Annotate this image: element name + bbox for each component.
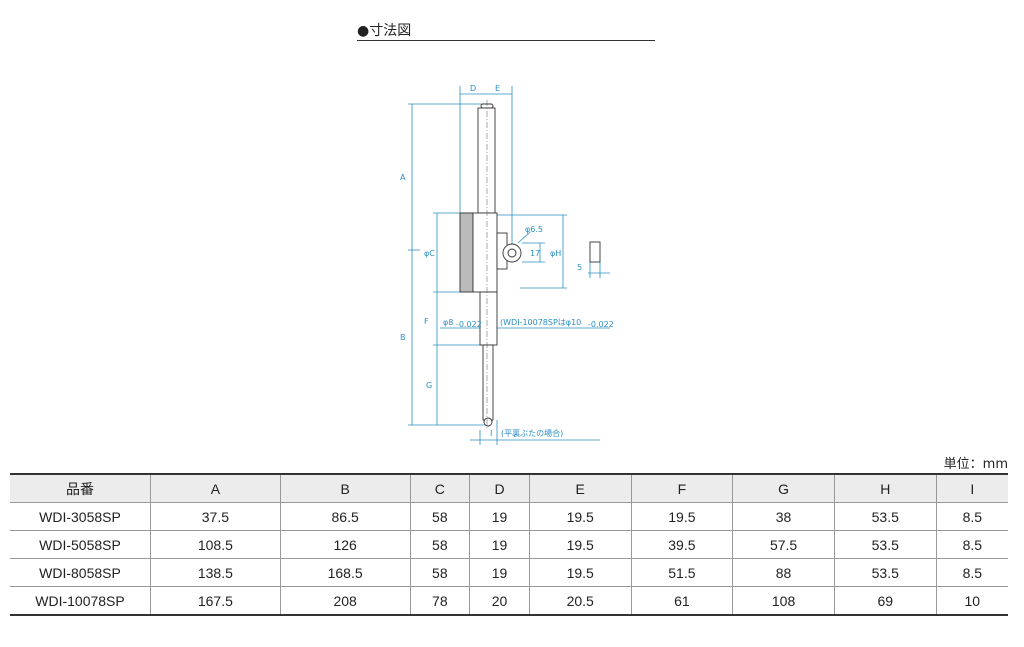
col-header: G: [732, 474, 835, 503]
label-note-tol: -0.022: [588, 320, 614, 329]
value-cell: 58: [409, 558, 470, 587]
value-cell: 19.5: [528, 530, 632, 559]
value-cell: 19.5: [630, 502, 733, 531]
label-d: D: [470, 84, 476, 93]
value-cell: 39.5: [630, 530, 733, 559]
value-cell: 38: [732, 502, 835, 531]
value-cell: 53.5: [833, 558, 937, 587]
model-cell: WDI-8058SP: [10, 558, 151, 587]
value-cell: 37.5: [150, 502, 281, 531]
value-cell: 78: [409, 586, 470, 616]
col-header: F: [630, 474, 733, 503]
value-cell: 86.5: [279, 502, 410, 531]
label-c: φC: [424, 249, 435, 258]
value-cell: 20: [469, 586, 530, 616]
title-underline: [357, 40, 655, 41]
label-width: 5: [577, 263, 582, 272]
label-g: G: [426, 381, 432, 390]
value-cell: 167.5: [150, 586, 281, 616]
value-cell: 88: [732, 558, 835, 587]
value-cell: 53.5: [833, 530, 937, 559]
label-note-flat: (平裏ぶたの場合): [501, 428, 563, 438]
col-header: I: [935, 474, 1008, 503]
value-cell: 8.5: [935, 530, 1008, 559]
value-cell: 58: [409, 530, 470, 559]
label-b: B: [400, 333, 406, 342]
table-header-row: 品番 A B C D E F G H I: [10, 474, 1008, 503]
dimension-drawing: D E A B φC F G φH φ6.5 17 5 φ8 -0.022 (W…: [400, 84, 614, 445]
value-cell: 51.5: [630, 558, 733, 587]
col-header: C: [409, 474, 470, 503]
label-i: I: [490, 429, 492, 438]
value-cell: 57.5: [732, 530, 835, 559]
label-lug: 17: [530, 249, 540, 258]
model-cell: WDI-5058SP: [10, 530, 151, 559]
value-cell: 19: [469, 530, 530, 559]
value-cell: 126: [279, 530, 410, 559]
value-cell: 19: [469, 558, 530, 587]
col-header: E: [528, 474, 632, 503]
indicator-outline: [459, 103, 601, 427]
value-cell: 19.5: [528, 502, 632, 531]
label-e: E: [495, 84, 500, 93]
value-cell: 19: [469, 502, 530, 531]
section-title: ●寸法図: [357, 23, 412, 39]
model-cell: WDI-3058SP: [10, 502, 151, 531]
value-cell: 19.5: [528, 558, 632, 587]
model-cell: WDI-10078SP: [10, 586, 151, 616]
value-cell: 8.5: [935, 558, 1008, 587]
col-header: A: [150, 474, 281, 503]
value-cell: 108: [732, 586, 835, 616]
value-cell: 20.5: [528, 586, 632, 616]
value-cell: 10: [935, 586, 1008, 616]
value-cell: 69: [833, 586, 937, 616]
label-f: F: [424, 317, 429, 326]
label-note-10078: (WDI-10078SPはφ10: [500, 318, 581, 327]
col-header: H: [833, 474, 937, 503]
value-cell: 61: [630, 586, 733, 616]
label-a: A: [400, 173, 406, 182]
value-cell: 208: [279, 586, 410, 616]
unit-label: 単位：mm: [943, 457, 1008, 472]
value-cell: 138.5: [150, 558, 281, 587]
label-stem: φ8: [443, 318, 453, 327]
dimension-lines: [408, 86, 610, 445]
value-cell: 8.5: [935, 502, 1008, 531]
label-hole: φ6.5: [525, 225, 543, 234]
label-stem-tol: -0.022: [456, 320, 482, 329]
label-h: φH: [550, 249, 561, 258]
value-cell: 108.5: [150, 530, 281, 559]
col-header: 品番: [10, 474, 151, 503]
value-cell: 53.5: [833, 502, 937, 531]
col-header: D: [469, 474, 530, 503]
col-header: B: [279, 474, 410, 503]
value-cell: 58: [409, 502, 470, 531]
value-cell: 168.5: [279, 558, 410, 587]
